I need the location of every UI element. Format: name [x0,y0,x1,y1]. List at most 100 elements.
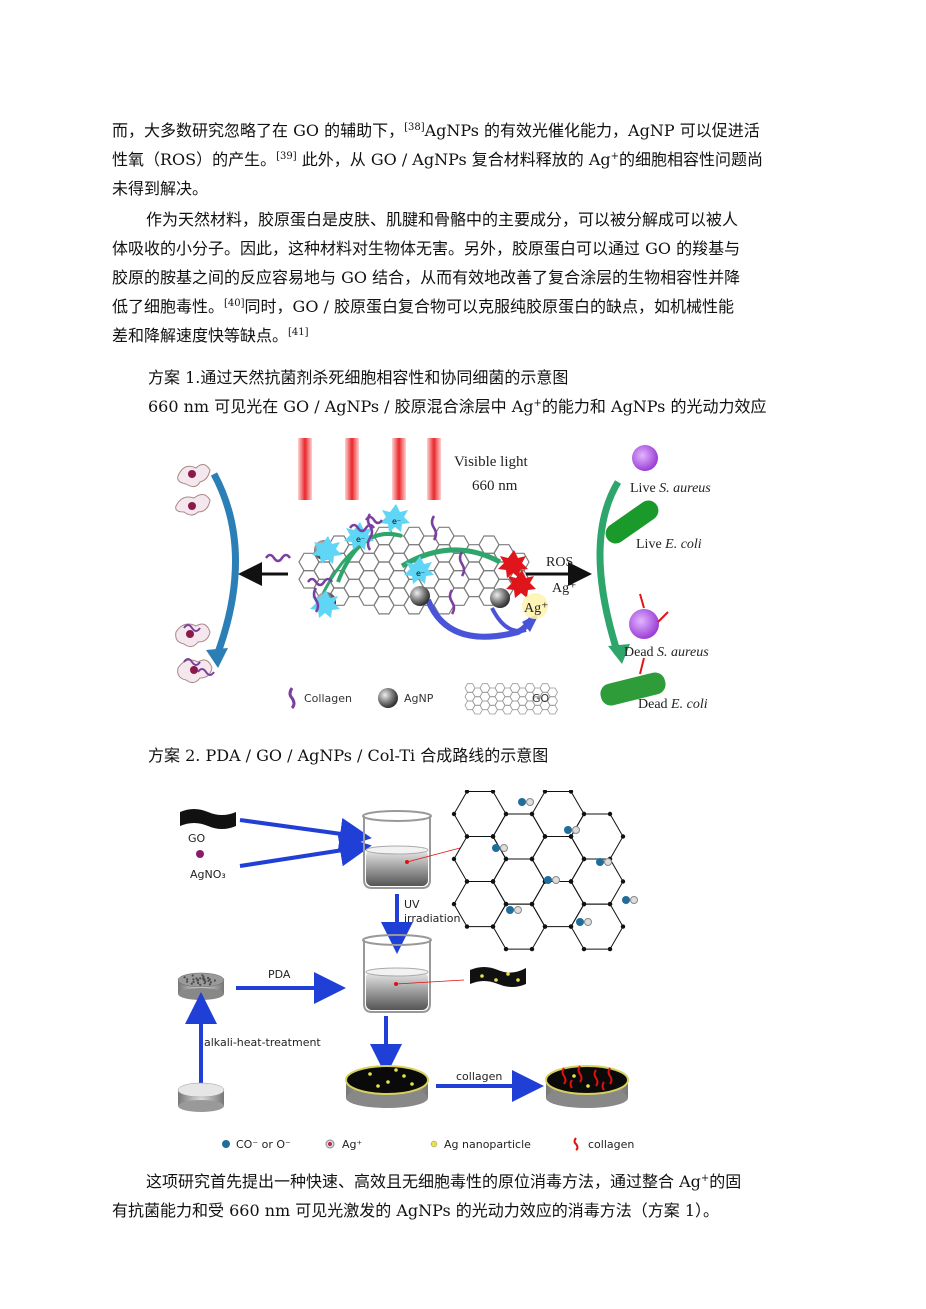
left-cells-bottom [175,623,215,684]
lattice-node [490,834,496,839]
agno3-dot-icon [196,850,204,858]
ag-ion-dot [552,876,560,884]
paragraph-2-line-3: 胶原的胺基之间的反应容易地与 GO 结合，从而有效地改善了复合涂层的生物相容性并… [112,268,741,287]
left-cells-top [175,464,211,516]
paragraph-1-line-1: 而，大多数研究忽略了在 GO 的辅助下，[38]AgNPs 的有效光催化能力，A… [112,121,760,140]
scheme-2-caption: 方案 2. PDA / GO / AgNPs / Col-Ti 合成路线的示意图 [148,746,549,765]
beaker-1 [362,810,432,889]
legend-co-label: CO⁻ or O⁻ [236,1138,291,1151]
go-label: GO [188,832,206,845]
collagen-strand [264,553,292,563]
collagen-strand [306,577,334,587]
lattice-node [529,946,535,952]
legend-collagen-label: Collagen [304,692,352,705]
light-bar [298,438,312,500]
lattice-node [503,946,509,952]
electron-stars [310,504,434,618]
lattice-node [490,879,496,884]
ros-star [506,570,536,598]
legend-agnp-label: Ag nanoparticle [444,1138,531,1151]
legend-go-label: GO [532,692,550,705]
lattice-node [581,901,587,907]
lattice-cell [453,881,507,928]
paragraph-3: 这项研究首先提出一种快速、高效且无细胞毒性的原位消毒方法，通过整合 Ag+的固 … [112,1167,840,1225]
collagen-legend-icon [288,687,296,710]
lattice-node [607,946,613,952]
lattice-node [503,811,509,817]
lattice-node [529,811,535,817]
co-group-dot [596,858,604,866]
scheme-2-legend: CO⁻ or O⁻ Ag⁺ Ag nanoparticle collagen [222,1137,634,1151]
alkali-heat-label: alkali-heat-treatment [204,1036,321,1049]
live-e-coli-cell [605,500,659,544]
paragraph-2-line-5: 差和降解速度快等缺点。[41] [112,326,309,345]
dead-e-coli-cell [600,672,666,706]
lattice-node [581,811,587,817]
lattice-node [620,834,626,839]
go-agnp-coated-disc [345,1065,429,1108]
collagen-strand [458,551,466,577]
paragraph-1-line-2: 性氧（ROS）的产生。[39] 此外，从 GO / AgNPs 复合材料释放的 … [112,150,764,169]
legend-agnp-label: AgNP [404,692,434,705]
dead-s-aureus-label: Dead S. aureus [624,645,709,660]
co-group-dot [622,896,630,904]
collagen-legend-icon [573,1137,579,1151]
wavelength-label: 660 nm [472,478,518,494]
dead-e-coli-label: Dead E. coli [638,697,708,712]
lattice-node [451,901,457,907]
co-group-dot [506,906,514,914]
ag-ion-dot [514,906,522,914]
ag-ion-dot [500,844,508,852]
go-agnp-sheet-icon [470,967,526,987]
live-e-coli-label: Live E. coli [636,537,702,552]
scheme-2-figure: GO AgNO₃ UV irradiation [177,790,638,1151]
electron-star [380,504,410,532]
left-curved-arrowhead [206,648,228,668]
live-s-aureus-label: Live S. aureus [630,481,711,496]
lattice-node [490,790,496,794]
legend-collagen-label: collagen [588,1138,634,1151]
lattice-node [581,946,587,952]
co-group-dot [544,876,552,884]
lattice-cell [373,596,395,615]
agnp-legend-icon [378,688,398,708]
visible-light-label: Visible light [454,454,529,470]
beaker-2-solution [366,972,428,1010]
left-curved-arrow [210,472,239,660]
lattice-node [607,901,613,907]
zoom-line [395,979,465,985]
paragraph-2: 作为天然材料，胶原蛋白是皮肤、肌腱和骨骼中的主要成分，可以被分解成可以被人 体吸… [112,205,840,350]
paragraph-2-line-4: 低了细胞毒性。[40]同时，GO / 胶原蛋白复合物可以克服纯胶原蛋白的缺点，如… [112,297,735,316]
beaker-1-solution [366,850,428,886]
lattice-node [464,879,470,884]
citation-41: [41] [288,327,309,338]
lattice-node [451,856,457,862]
collagen-strand [366,513,374,551]
lattice-cell [453,791,507,837]
electron-star [404,556,434,584]
ag-release-arrow [490,607,527,633]
lattice-node [568,924,574,929]
lattice-node [607,811,613,817]
citation-40: [40] [224,298,245,309]
svg-text:e⁻: e⁻ [416,569,425,578]
lattice-cell [531,881,585,928]
collagen-strand [430,515,438,541]
collagen-strand [348,523,376,533]
pda-label: PDA [268,968,291,981]
collagen-strand [448,589,456,615]
uv-label: UV [404,898,420,911]
paragraph-3-line-1: 这项研究首先提出一种快速、高效且无细胞毒性的原位消毒方法，通过整合 Ag+的固 [146,1172,742,1191]
zoom-line [406,847,461,863]
scheme-1-legend: Collagen AgNP GO [288,683,558,715]
citation-38: [38] [404,122,425,133]
citation-39: [39] [276,151,297,162]
ag-ion-dot [584,918,592,926]
light-bar [345,438,359,500]
lattice-node [451,811,457,817]
live-s-aureus-cell [632,445,658,471]
light-bar [427,438,441,500]
ti-disc [177,1082,225,1112]
scheme-1-caption-line-1: 方案 1.通过天然抗菌剂杀死细胞相容性和协同细菌的示意图 [148,368,569,387]
collagen-strands [264,513,466,615]
